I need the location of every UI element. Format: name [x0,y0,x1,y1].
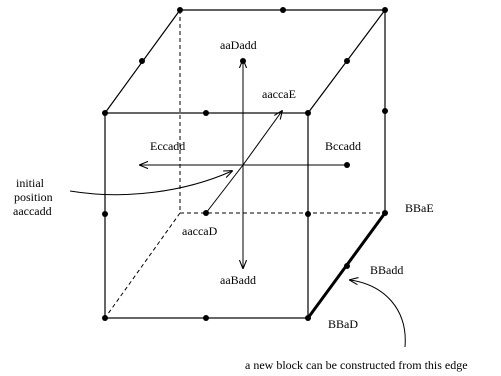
label-initial-line1: initial [16,176,45,190]
label-lower-diagonal: aaccaD [182,224,218,238]
dot [203,110,209,116]
dot [203,315,209,321]
label-bottom-axis: aaBadd [220,273,256,287]
label-initial-line2: position [14,190,53,204]
label-top-axis: aaDadd [220,38,257,52]
dot [203,210,209,216]
dot [382,108,388,114]
label-edge-top: BBaE [405,201,434,215]
dot [139,58,145,64]
label-left-axis: Eccadd [150,139,185,153]
dot [305,110,311,116]
dot [382,210,388,216]
dot [102,211,108,217]
caption: a new block can be constructed from this… [245,358,468,372]
dot [240,58,246,64]
hidden-edge-bottom-left-diagonal [104,212,181,319]
label-upper-diagonal: aaccaE [262,87,296,101]
dots [102,7,388,321]
caption-pointer [350,280,406,348]
dot [305,211,311,217]
dot [102,110,108,116]
dot [102,315,108,321]
dot [382,7,388,13]
dot [344,58,350,64]
dot [177,7,183,13]
dot [280,7,286,13]
initial-position-pointer [69,171,232,196]
label-edge-bottom: BBaD [328,317,358,331]
dot [344,263,350,269]
label-initial-line3: aaccadd [13,204,52,218]
line-lower-diagonal [205,164,244,214]
label-edge-mid: BBadd [370,263,403,277]
arrow-upper-diagonal [242,111,282,166]
dot [344,162,350,168]
label-right-axis: Bccadd [325,139,361,153]
dot [305,315,311,321]
